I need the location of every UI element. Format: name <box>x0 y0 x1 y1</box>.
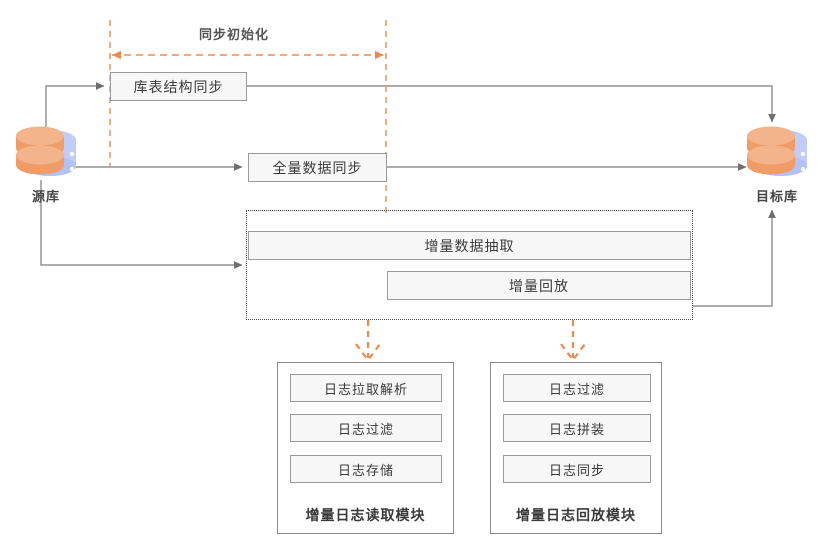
incremental-group-container <box>246 210 693 320</box>
phase-label-sync-init: 同步初始化 <box>199 27 270 42</box>
module-incr-log-replay[interactable]: 日志过滤 日志拼装 日志同步 增量日志回放模块 <box>490 362 662 534</box>
module-item-log-filter[interactable]: 日志过滤 <box>290 414 442 442</box>
connector-source-to-incr-extract <box>40 180 243 269</box>
module-item-log-assemble[interactable]: 日志拼装 <box>503 414 651 442</box>
connector-source-to-schema-sync <box>45 82 105 128</box>
stage-box-schema-sync[interactable]: 库表结构同步 <box>110 72 247 101</box>
connector-schema-sync-to-target <box>247 85 776 123</box>
source-database-label: 源库 <box>31 189 60 204</box>
module-incr-log-read[interactable]: 日志拉取解析 日志过滤 日志存储 增量日志读取模块 <box>277 362 454 534</box>
module-item-log-pull-parse[interactable]: 日志拉取解析 <box>290 374 442 402</box>
stage-box-full-data-sync[interactable]: 全量数据同步 <box>248 153 387 182</box>
stage-box-incr-replay[interactable]: 增量回放 <box>387 271 691 300</box>
module-item-log-sync[interactable]: 日志同步 <box>503 455 651 483</box>
module-item-log-filter-replay[interactable]: 日志过滤 <box>503 374 651 402</box>
module-item-log-storage[interactable]: 日志存储 <box>290 455 442 483</box>
source-database-icon <box>10 124 82 184</box>
stage-box-incr-extract[interactable]: 增量数据抽取 <box>248 231 691 260</box>
connector-incr-replay-to-target <box>693 209 776 307</box>
module-title-incr-log-read: 增量日志读取模块 <box>305 507 426 523</box>
module-title-incr-log-replay: 增量日志回放模块 <box>516 507 636 523</box>
connector-replay-to-replay-module <box>560 320 586 362</box>
target-database-label: 目标库 <box>755 189 798 204</box>
connector-extract-to-read-module <box>355 320 381 362</box>
target-database-icon <box>741 124 813 184</box>
